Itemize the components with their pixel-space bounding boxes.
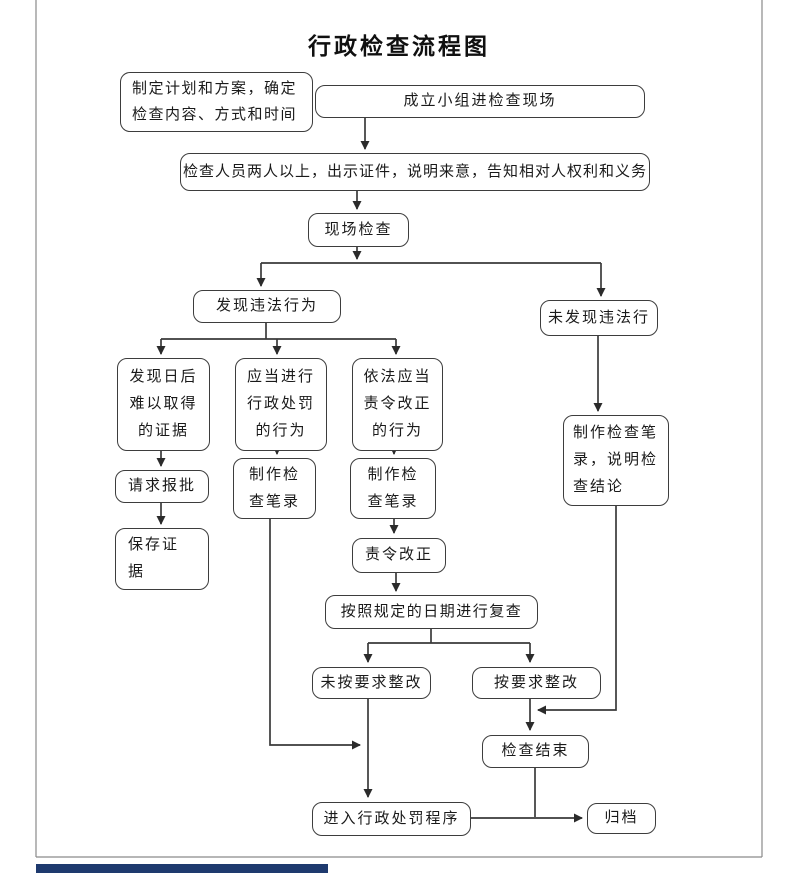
node-onsite-inspection: 现场检查 bbox=[308, 213, 409, 247]
node-hard-to-obtain-evidence: 发现日后 难以取得 的证据 bbox=[117, 358, 210, 451]
arrow-record-to-penalty-merge bbox=[269, 519, 361, 750]
node-enter-penalty-procedure: 进入行政处罚程序 bbox=[312, 802, 471, 836]
node-make-inspection-record-punish: 制作检 查笔录 bbox=[233, 458, 316, 519]
node-violation-found: 发现违法行为 bbox=[193, 290, 341, 323]
node-rectified: 按要求整改 bbox=[472, 667, 601, 699]
node-not-rectified: 未按要求整改 bbox=[312, 667, 431, 699]
node-make-inspection-record-correct: 制作检 查笔录 bbox=[350, 458, 436, 519]
footer-scan-bar bbox=[36, 864, 328, 873]
node-setup-team: 成立小组进检查现场 bbox=[315, 85, 645, 118]
node-record-and-conclusion: 制作检查笔 录，说明检 查结论 bbox=[563, 415, 669, 506]
node-inspectors-requirements: 检查人员两人以上，出示证件，说明来意，告知相对人权利和义务 bbox=[180, 153, 650, 191]
node-no-violation-found: 未发现违法行 bbox=[540, 300, 658, 336]
node-recheck-on-schedule: 按照规定的日期进行复查 bbox=[325, 595, 538, 629]
node-plan: 制定计划和方案，确定 检查内容、方式和时间 bbox=[120, 72, 313, 132]
node-order-correction: 责令改正 bbox=[352, 538, 446, 573]
diagram-title: 行政检查流程图 bbox=[308, 34, 490, 59]
node-archive: 归档 bbox=[587, 803, 656, 834]
node-punishable-conduct: 应当进行 行政处罚 的行为 bbox=[235, 358, 327, 451]
node-correctable-conduct: 依法应当 责令改正 的行为 bbox=[352, 358, 443, 451]
node-save-evidence: 保存证 据 bbox=[115, 528, 209, 590]
node-request-approval: 请求报批 bbox=[115, 470, 209, 503]
node-inspection-end: 检查结束 bbox=[482, 735, 589, 768]
